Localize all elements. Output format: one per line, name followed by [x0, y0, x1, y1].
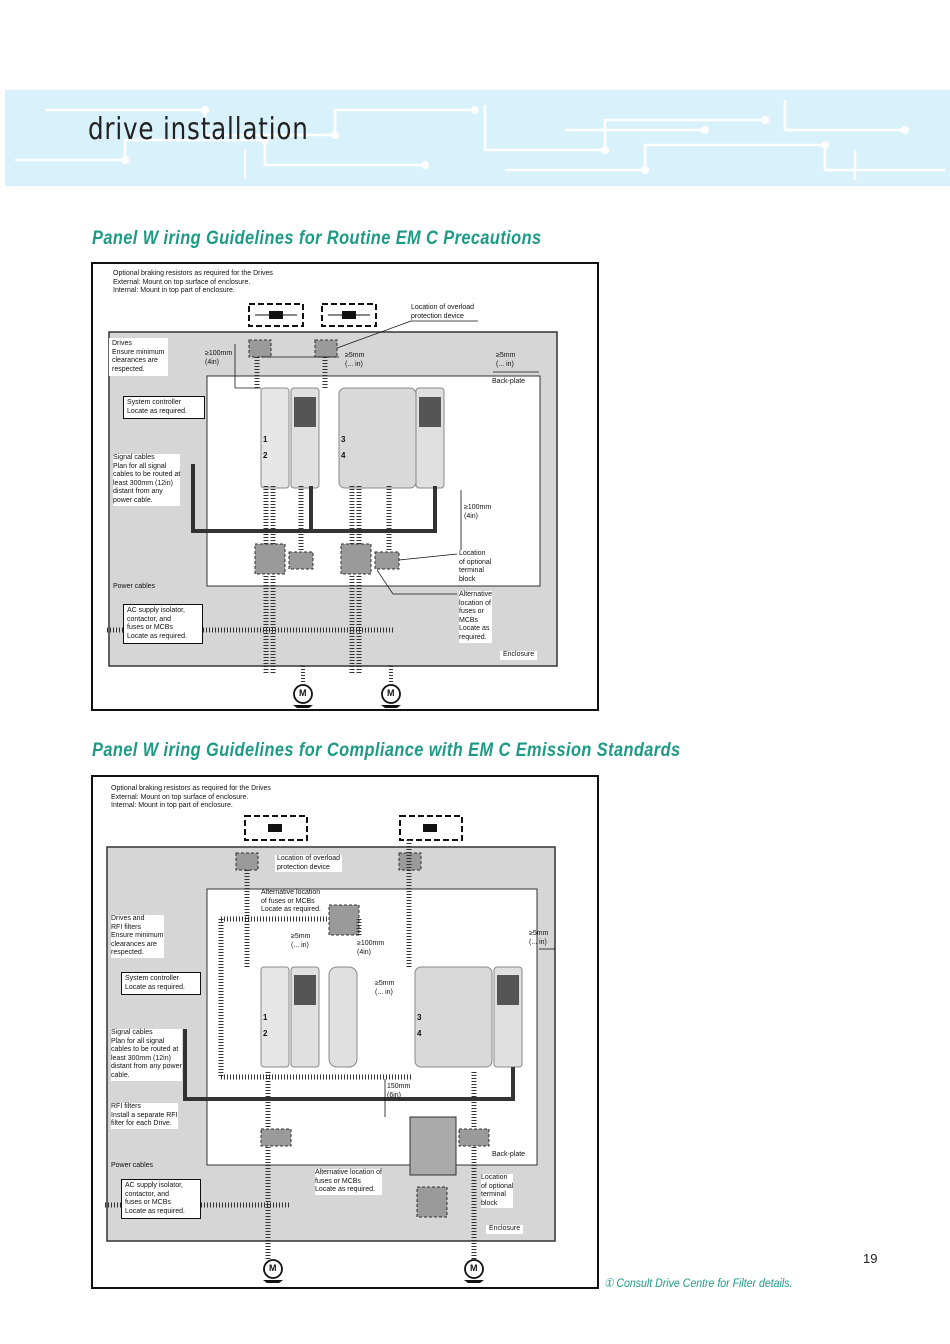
- drive-number-1: 1: [263, 435, 268, 444]
- drive-4-body: [414, 966, 493, 1068]
- overload-label-2: Location of overload protection device: [275, 855, 343, 873]
- clearance-100mm-bottom: ≥100mm (4in): [464, 504, 492, 520]
- braking-resistor-4: [399, 815, 463, 841]
- terminal-block-1: [288, 551, 314, 570]
- terminal-block-label-2: Location of optional terminal block: [481, 1174, 514, 1209]
- drive-number-1-b: 1: [263, 1013, 268, 1022]
- clearance-5mm-b-2: ≥5mm (... in): [375, 980, 395, 996]
- page-title: drive installation: [88, 112, 309, 147]
- drive-number-2: 2: [263, 451, 268, 460]
- section-title-routine-emc: Panel W iring Guidelines for Routine EM …: [92, 228, 542, 249]
- page-number: 19: [863, 1251, 878, 1266]
- motor-2-label: M: [387, 688, 395, 698]
- header-banner: [5, 90, 950, 186]
- alt-fuses-bottom-label: Alternative location of fuses or MCBs Lo…: [315, 1169, 382, 1195]
- alt-fuses-label: Alternative location of fuses or MCBs Lo…: [459, 591, 493, 643]
- drive-2-body: [338, 387, 417, 489]
- drives-label: Drives Ensure minimum clearances are res…: [109, 338, 168, 377]
- alt-fuses-top-label: Alternative location of fuses or MCBs Lo…: [261, 889, 321, 914]
- terminal-block-2: [374, 551, 400, 570]
- footnote: ① Consult Drive Centre for Filter detail…: [604, 1276, 793, 1290]
- drive-number-3-b: 3: [417, 1013, 422, 1022]
- overload-device-2: [314, 339, 338, 358]
- diagram-emission-standards: Optional braking resistors as required f…: [91, 775, 599, 1289]
- clearance-100mm-top: ≥100mm (4in): [205, 350, 233, 366]
- clearance-5mm-b: ≥5mm (... in): [496, 352, 516, 368]
- power-cables-label: Power cables: [113, 583, 156, 590]
- drive-number-2-b: 2: [263, 1029, 268, 1038]
- terminal-block-4: [458, 1128, 490, 1147]
- motor-4-label: M: [470, 1263, 478, 1273]
- clearance-5mm-a-2: ≥5mm (... in): [291, 933, 311, 949]
- braking-note: Optional braking resistors as required f…: [113, 270, 273, 295]
- system-controller-box: System controller Locate as required.: [123, 396, 205, 420]
- rfi-filter-1: [328, 966, 358, 1068]
- overload-device-1: [248, 339, 272, 358]
- diagram-routine-emc-graphic: [107, 303, 558, 708]
- braking-resistor-3: [244, 815, 308, 841]
- backplate-label-2: Back-plate: [492, 1151, 526, 1158]
- power-cables-label-2: Power cables: [111, 1162, 154, 1169]
- drive-number-4: 4: [341, 451, 346, 460]
- motor-3-label: M: [269, 1263, 277, 1273]
- fuse-box-1: [254, 543, 286, 575]
- ac-supply-box-2: AC supply isolator, contactor, and fuses…: [121, 1179, 201, 1220]
- rfi-filters-label: RFI filters Install a separate RFI filte…: [111, 1103, 178, 1129]
- clearance-5mm-a: ≥5mm (... in): [345, 352, 365, 368]
- clearance-100mm-2: ≥100mm (4in): [357, 940, 385, 956]
- backplate-label: Back-plate: [492, 378, 526, 385]
- enclosure-label-2: Enclosure: [486, 1225, 524, 1234]
- braking-note-2: Optional braking resistors as required f…: [111, 785, 271, 810]
- diagram-routine-emc: Optional braking resistors as required f…: [91, 262, 599, 711]
- braking-resistor-1: [248, 303, 304, 327]
- signal-cables-label-2: Signal cables Plan for all signal cables…: [111, 1029, 182, 1081]
- system-controller-box-2: System controller Locate as required.: [121, 972, 201, 996]
- terminal-block-label: Location of optional terminal block: [459, 550, 492, 585]
- overload-label: Location of overload protection device: [411, 304, 475, 320]
- circuit-pattern-graphic: [15, 100, 945, 180]
- clearance-5mm-c-2: ≥5mm (... in): [529, 930, 549, 946]
- motor-1-label: M: [299, 688, 307, 698]
- braking-resistor-2: [321, 303, 377, 327]
- fuse-box-2: [340, 543, 372, 575]
- alt-fuse-box-bottom: [416, 1186, 448, 1218]
- enclosure-label: Enclosure: [500, 651, 538, 660]
- motor-3: [263, 1259, 283, 1279]
- overload-device-3: [235, 852, 259, 871]
- section-title-emission-standards: Panel W iring Guidelines for Compliance …: [92, 740, 681, 761]
- ac-supply-box: AC supply isolator, contactor, and fuses…: [123, 604, 203, 645]
- clearance-150mm-2: 150mm (6in): [387, 1083, 411, 1099]
- drive-number-3: 3: [341, 435, 346, 444]
- motor-4: [464, 1259, 484, 1279]
- signal-cables-label: Signal cables Plan for all signal cables…: [113, 454, 181, 506]
- alt-fuse-box-top: [328, 904, 360, 936]
- rfi-filter-2: [409, 1116, 457, 1176]
- drive-number-4-b: 4: [417, 1029, 422, 1038]
- terminal-block-3: [260, 1128, 292, 1147]
- drive-1-body: [260, 387, 290, 489]
- drives-label-2: Drives and RFI filters Ensure minimum cl…: [111, 915, 164, 958]
- drive-3-body: [260, 966, 290, 1068]
